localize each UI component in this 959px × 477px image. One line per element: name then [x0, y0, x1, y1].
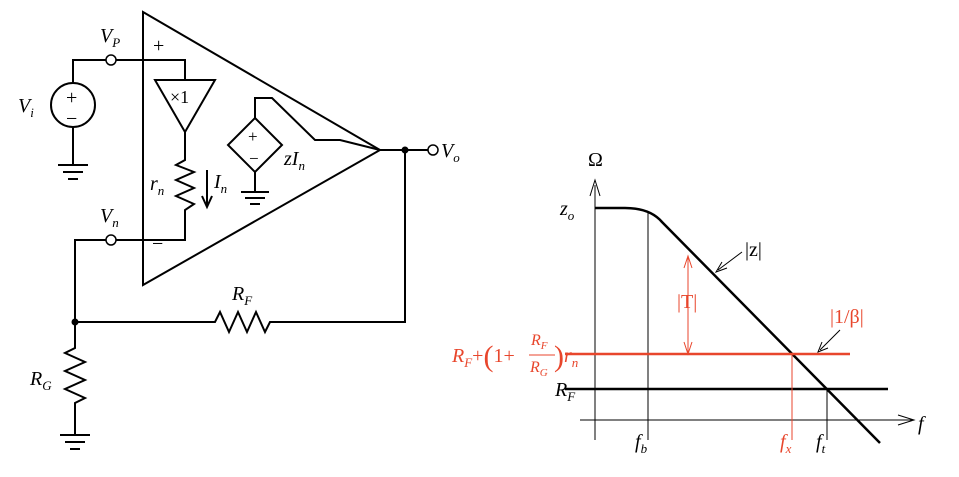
noise-gain-denominator: RG	[529, 359, 548, 379]
in-label: In	[213, 171, 227, 196]
rg-label: RG	[29, 368, 52, 393]
vp-node	[105, 54, 117, 66]
vn-label: Vn	[100, 205, 119, 230]
vp-label: VP	[100, 25, 120, 50]
z-magnitude-curve	[595, 206, 881, 444]
inv-beta-label: |1/β|	[830, 306, 864, 328]
fb-label: fb	[635, 431, 648, 456]
vo-node	[427, 144, 439, 156]
noise-gain-label: RF+(1+	[451, 340, 515, 373]
plus-terminal-label: +	[153, 35, 164, 57]
vi-label: Vi	[18, 95, 34, 120]
loop-gain-label: |T|	[677, 291, 697, 313]
zin-label: zIn	[283, 148, 305, 173]
dep-minus: −	[249, 149, 259, 168]
z-mag-label: |z|	[745, 239, 762, 261]
dep-plus: +	[248, 127, 258, 146]
rf-axis-label: RF	[554, 379, 576, 404]
unity-buffer	[153, 79, 217, 135]
vi-minus: −	[66, 108, 77, 130]
vi-plus: +	[66, 87, 77, 109]
vo-label: Vo	[441, 140, 460, 165]
y-axis-label: Ω	[588, 149, 603, 171]
ft-label: ft	[816, 431, 826, 456]
rn-label: rn	[150, 173, 164, 198]
noise-gain-numerator: RF	[530, 332, 548, 352]
buffer-label: ×1	[170, 87, 189, 107]
impedance-plot: Ω f zo fb |z| |T| |1/β| RF+(1+ RF RG )rn…	[451, 149, 926, 456]
opamp-circuit: + − VP + − Vi ×1 rn In + − zIn Vo Vn	[18, 10, 460, 450]
zo-label: zo	[559, 198, 575, 223]
voltage-source-vi	[50, 82, 96, 128]
opamp-triangle	[142, 10, 383, 287]
current-arrow	[201, 170, 213, 210]
rf-label: RF	[231, 283, 253, 308]
vn-node	[105, 234, 117, 246]
minus-terminal-label: −	[152, 233, 163, 255]
x-axis-label: f	[918, 413, 926, 435]
fx-label: fx	[780, 431, 792, 456]
noise-gain-rn: )rn	[554, 340, 578, 373]
